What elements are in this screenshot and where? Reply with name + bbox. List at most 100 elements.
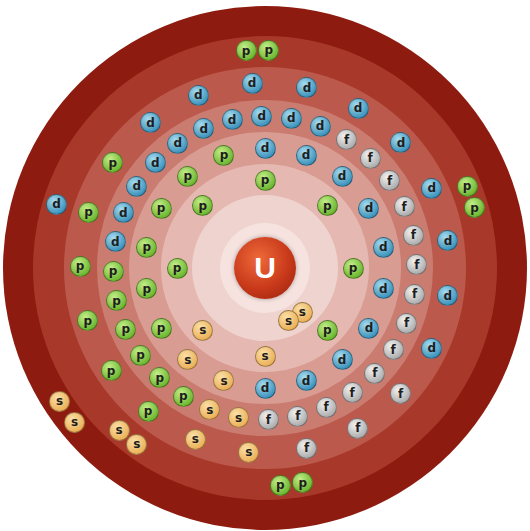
orbital-letter: f [398,388,403,400]
orbital-letter: s [245,446,252,458]
orbital-letter: p [173,262,182,274]
electron: d [390,132,411,153]
orbital-letter: f [404,317,409,329]
orbital-letter: d [261,382,270,394]
orbital-letter: d [444,290,453,302]
electron: p [177,166,198,187]
electron: p [151,198,172,219]
electron: p [457,176,478,197]
electron: s [213,370,234,391]
electron: f [360,148,381,169]
electron: d [296,370,317,391]
electron: f [342,382,363,403]
electron: s [64,412,85,433]
electron: s [185,429,206,450]
orbital-letter: s [299,306,306,318]
electron: f [336,129,357,150]
orbital-letter: d [379,241,388,253]
orbital-letter: p [83,315,92,327]
electron: d [46,194,67,215]
orbital-letter: p [261,174,270,186]
electron: d [281,108,302,129]
electron: d [193,118,214,139]
orbital-letter: p [143,241,152,253]
electron: f [383,339,404,360]
electron: f [396,313,417,334]
orbital-letter: d [365,322,374,334]
orbital-letter: f [387,175,392,187]
electron: d [373,278,394,299]
orbital-letter: d [303,82,312,94]
orbital-letter: f [344,134,349,146]
electron: f [403,225,424,246]
orbital-letter: d [354,102,363,114]
electron: f [296,438,317,459]
electron: s [278,310,299,331]
electron: p [213,145,234,166]
electron: f [406,254,427,275]
orbital-letter: d [111,236,120,248]
shell-ring [220,223,310,313]
orbital-letter: d [316,120,325,132]
electron: f [287,406,308,427]
orbital-letter: p [76,260,85,272]
orbital-letter: f [372,367,377,379]
electron: f [347,418,368,439]
electron: p [192,195,213,216]
orbital-letter: d [427,342,436,354]
orbital-letter: f [304,442,309,454]
orbital-letter: f [355,422,360,434]
electron: p [130,345,151,366]
orbital-letter: p [109,157,118,169]
orbital-letter: d [428,182,437,194]
orbital-letter: s [71,416,78,428]
orbital-letter: d [338,354,347,366]
electron: d [126,176,147,197]
orbital-letter: p [265,44,274,56]
orbital-letter: p [107,365,116,377]
electron: f [394,196,415,217]
electron: p [103,261,124,282]
electron: p [236,40,257,61]
orbital-letter: p [323,200,332,212]
electron: d [105,231,126,252]
electron: d [222,109,243,130]
electron: p [167,258,188,279]
orbital-letter: p [156,372,165,384]
orbital-letter: s [192,433,199,445]
electron: d [242,73,263,94]
orbital-letter: f [266,414,271,426]
orbital-letter: p [109,265,118,277]
electron: s [238,442,259,463]
electron: p [317,195,338,216]
electron: p [136,237,157,258]
orbital-letter: p [179,390,188,402]
orbital-letter: p [198,200,207,212]
shell-ring [97,100,433,436]
nucleus: U [234,237,296,299]
electron: p [102,152,123,173]
orbital-letter: s [56,395,63,407]
shell-ring [64,67,466,469]
orbital-letter: d [119,207,128,219]
electron: d [145,152,166,173]
orbital-letter: d [444,235,453,247]
electron: s [255,346,276,367]
orbital-letter: d [174,137,183,149]
electron: s [199,399,220,420]
electron: p [255,170,276,191]
orbital-letter: d [379,283,388,295]
orbital-letter: d [338,170,347,182]
orbital-letter: s [220,375,227,387]
electron: p [317,320,338,341]
orbital-letter: p [157,202,166,214]
orbital-letter: p [122,323,131,335]
electron: d [358,318,379,339]
electron: s [49,391,70,412]
electron: s [192,320,213,341]
electron: d [113,202,134,223]
element-symbol: U [254,253,276,283]
electron: p [78,202,99,223]
orbital-letter: d [151,157,160,169]
orbital-letter: p [323,324,332,336]
